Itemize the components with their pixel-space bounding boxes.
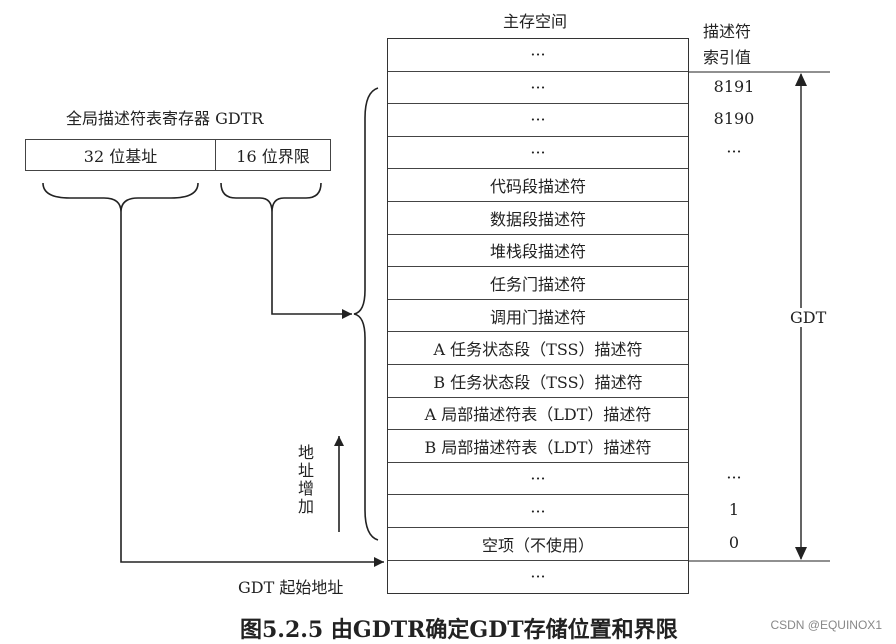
memory-row: ··· — [388, 72, 688, 105]
index-title-line1: 描述符 — [703, 22, 752, 41]
gdt-label: GDT — [788, 308, 829, 327]
base-brace — [42, 182, 199, 213]
gdt-brace — [353, 87, 379, 541]
memory-row-label: A 局部描述符表（LDT）描述符 — [424, 405, 652, 425]
memory-row-label: 代码段描述符 — [489, 177, 586, 197]
memory-row: B 局部描述符表（LDT）描述符 — [388, 430, 688, 463]
memory-row: A 局部描述符表（LDT）描述符 — [388, 398, 688, 431]
memory-column: ··· ··· ··· ··· 代码段描述符数据段描述符堆栈段描述符任务门描述符调用门描… — [387, 38, 689, 595]
gdt-start-label: GDT 起始地址 — [238, 578, 344, 597]
memory-row-label: ··· — [530, 469, 546, 489]
limit-brace — [220, 182, 322, 213]
memory-row: 代码段描述符 — [388, 169, 688, 202]
memory-row-label: ··· — [530, 110, 546, 130]
memory-row: ··· — [388, 463, 688, 496]
memory-row: ··· — [388, 39, 688, 72]
index-value: 0 — [728, 533, 740, 552]
memory-row: 数据段描述符 — [388, 202, 688, 235]
memory-row: ··· — [388, 495, 688, 528]
memory-row-label: ··· — [530, 501, 546, 521]
memory-row: ··· — [388, 137, 688, 170]
memory-row-label: 空项（不使用） — [481, 535, 594, 555]
address-increase-label: 地址增加 — [295, 444, 314, 516]
memory-row: ··· — [388, 561, 688, 594]
memory-row-label: ··· — [530, 567, 546, 587]
gdt-span-bottom-arrowhead — [795, 547, 807, 560]
index-value: ··· — [726, 467, 742, 487]
memory-row-label: 调用门描述符 — [489, 307, 586, 327]
memory-row-label: 数据段描述符 — [489, 209, 586, 229]
base-arrow — [120, 212, 384, 567]
memory-row: 堆栈段描述符 — [388, 235, 688, 268]
index-value: ··· — [726, 141, 742, 161]
memory-row: ··· — [388, 104, 688, 137]
figure-caption: 图5.2.5 由GDTR确定GDT存储位置和界限 — [240, 617, 678, 643]
memory-title: 主存空间 — [503, 12, 568, 31]
memory-row: 调用门描述符 — [388, 300, 688, 333]
memory-row-label: ··· — [530, 77, 546, 97]
gdt-span-top-arrowhead — [795, 73, 807, 86]
memory-row-label: B 任务状态段（TSS）描述符 — [433, 372, 643, 392]
memory-row-label: B 局部描述符表（LDT）描述符 — [424, 437, 652, 457]
memory-row-label: 任务门描述符 — [489, 274, 586, 294]
memory-row: B 任务状态段（TSS）描述符 — [388, 365, 688, 398]
memory-row-label: A 任务状态段（TSS）描述符 — [433, 340, 643, 360]
index-title-line2: 索引值 — [703, 48, 752, 67]
index-value: 1 — [728, 500, 740, 520]
register-limit-label: 16 位界限 — [236, 147, 310, 166]
index-value: 8191 — [713, 76, 755, 96]
register-base-label: 32 位基址 — [83, 147, 158, 166]
memory-row: 任务门描述符 — [388, 267, 688, 300]
memory-row: 空项（不使用） — [388, 528, 688, 561]
memory-row-label: 堆栈段描述符 — [489, 242, 586, 262]
register-limit-field: 16 位界限 — [215, 139, 331, 171]
memory-row: A 任务状态段（TSS）描述符 — [388, 332, 688, 365]
limit-arrow — [271, 212, 352, 319]
memory-row-label: ··· — [530, 45, 546, 65]
memory-row-label: ··· — [530, 143, 546, 163]
watermark: CSDN @EQUINOX1 — [770, 618, 882, 632]
index-value: 8190 — [713, 109, 755, 129]
register-title: 全局描述符表寄存器 GDTR — [66, 109, 264, 128]
